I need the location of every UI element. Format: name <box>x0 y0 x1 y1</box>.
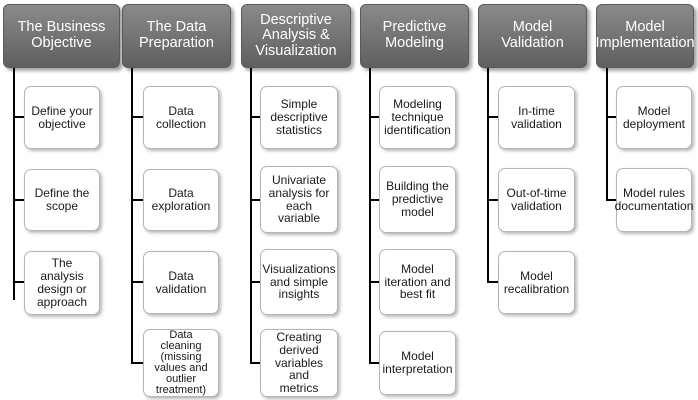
step-model-iteration: Model iteration and best fit <box>379 249 456 315</box>
connector-line <box>250 199 260 201</box>
connector-line <box>369 281 379 283</box>
column-header-predictive-modeling: Predictive Modeling <box>360 4 469 68</box>
connector-line <box>131 199 143 201</box>
connector-line <box>369 116 379 118</box>
connector-line <box>13 116 24 118</box>
connector-line <box>250 68 252 364</box>
step-model-recalibration: Model recalibration <box>498 251 575 314</box>
step-data-validation: Data validation <box>143 251 219 314</box>
column-header-descriptive-analysis: Descriptive Analysis & Visualization <box>241 4 351 68</box>
column-header-data-preparation: The Data Preparation <box>122 4 231 68</box>
column-header-model-implementation: Model Implementation <box>595 4 695 68</box>
connector-line <box>13 281 24 283</box>
connector-line <box>131 281 143 283</box>
step-define-objective: Define your objective <box>24 86 100 149</box>
connector-line <box>131 116 143 118</box>
step-define-scope: Define the scope <box>24 169 100 231</box>
step-model-deployment: Model deployment <box>616 86 692 149</box>
connector-line <box>250 362 260 364</box>
step-simple-statistics: Simple descriptive statistics <box>260 86 338 149</box>
connector-line <box>487 199 498 201</box>
connector-line <box>131 362 143 364</box>
connector-line <box>13 68 15 300</box>
step-technique-identification: Modeling technique identification <box>379 86 456 149</box>
connector-line <box>606 199 616 201</box>
step-data-exploration: Data exploration <box>143 169 219 231</box>
connector-line <box>250 116 260 118</box>
connector-line <box>606 68 608 201</box>
column-header-business-objective: The Business Objective <box>3 4 120 68</box>
connector-line <box>487 68 489 283</box>
connector-line <box>13 199 24 201</box>
step-model-rules-documentation: Model rules documentation <box>615 168 693 232</box>
connector-line <box>131 68 133 364</box>
connector-line <box>606 116 616 118</box>
connector-line <box>487 281 498 283</box>
connector-line <box>250 281 260 283</box>
step-in-time-validation: In-time validation <box>498 86 575 149</box>
step-data-cleaning: Data cleaning (missing values and outlie… <box>143 329 219 397</box>
step-visualizations-insights: Visualizations and simple insights <box>260 249 338 315</box>
step-model-interpretation: Model interpretation <box>379 331 456 395</box>
connector-line <box>487 116 498 118</box>
connector-line <box>369 362 379 364</box>
step-analysis-design: The analysis design or approach <box>24 251 100 315</box>
connector-line <box>369 199 379 201</box>
connector-line <box>369 68 371 364</box>
step-building-model: Building the predictive model <box>379 166 456 233</box>
step-derived-variables: Creating derived variables and metrics <box>260 329 338 397</box>
step-univariate-analysis: Univariate analysis for each variable <box>260 166 338 233</box>
step-out-of-time-validation: Out-of-time validation <box>498 168 575 232</box>
step-data-collection: Data collection <box>143 86 219 149</box>
column-header-model-validation: Model Validation <box>478 4 587 68</box>
